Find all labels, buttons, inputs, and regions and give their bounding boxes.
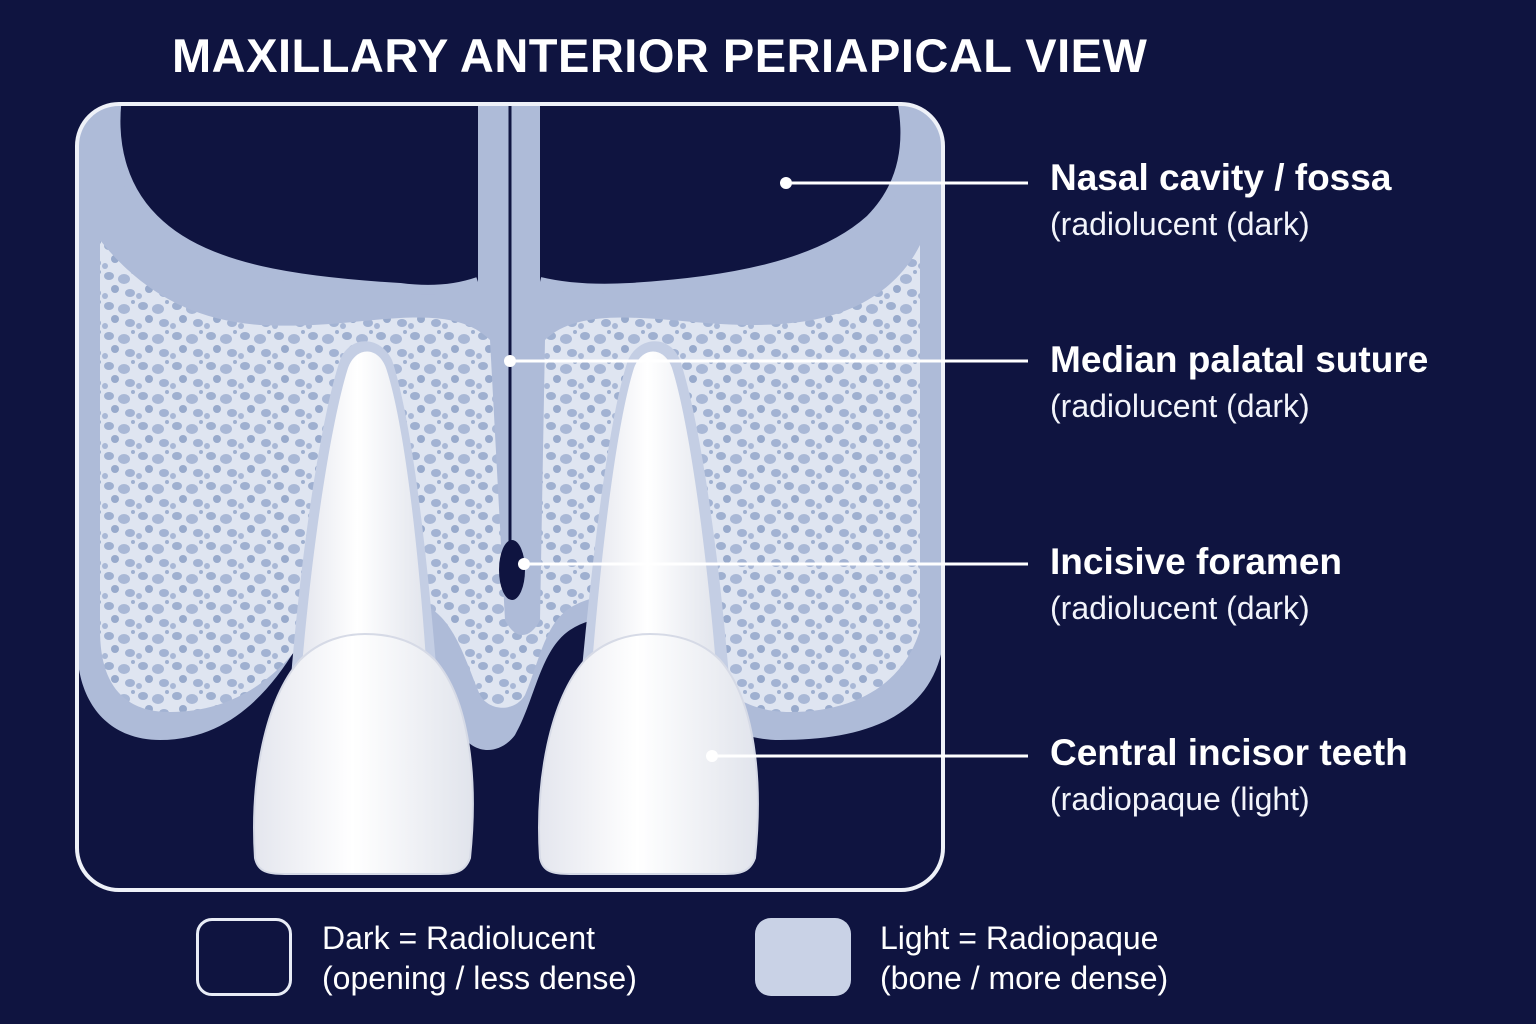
incisive-foramen — [499, 540, 525, 600]
central-incisor-left — [253, 341, 474, 875]
legend-dark-line2: (opening / less dense) — [322, 960, 637, 996]
label-incisive-foramen: Incisive foramen (radiolucent (dark) — [1050, 540, 1342, 628]
label-title: Nasal cavity / fossa — [1050, 157, 1392, 198]
label-note: (radiopaque (light) — [1050, 781, 1310, 817]
label-title: Incisive foramen — [1050, 541, 1343, 582]
leader-line-median-palatal-suture — [504, 355, 1028, 367]
legend-swatch-dark — [196, 918, 292, 996]
page-title: MAXILLARY ANTERIOR PERIAPICAL VIEW — [172, 29, 1148, 82]
legend-swatch-light — [755, 918, 851, 996]
leader-line-central-incisor — [706, 750, 1028, 762]
leader-line-nasal-cavity — [780, 177, 1028, 189]
legend-text-light: Light = Radiopaque (bone / more dense) — [880, 918, 1168, 998]
label-note: (radiolucent (dark) — [1050, 388, 1310, 424]
central-incisor-right — [538, 341, 759, 875]
label-note: (radiolucent (dark) — [1050, 206, 1310, 242]
radiograph-frame — [75, 102, 945, 892]
label-median-palatal-suture: Median palatal suture (radiolucent (dark… — [1050, 338, 1428, 426]
legend-light-line2: (bone / more dense) — [880, 960, 1169, 996]
leader-line-incisive-foramen — [518, 558, 1028, 570]
legend-dark-line1: Dark = Radiolucent — [322, 920, 596, 956]
label-nasal-cavity: Nasal cavity / fossa (radiolucent (dark) — [1050, 156, 1391, 244]
legend-text-dark: Dark = Radiolucent (opening / less dense… — [322, 918, 637, 998]
label-title: Median palatal suture — [1050, 339, 1429, 380]
label-central-incisor: Central incisor teeth (radiopaque (light… — [1050, 731, 1408, 819]
legend-light-line1: Light = Radiopaque — [880, 920, 1159, 956]
label-note: (radiolucent (dark) — [1050, 590, 1310, 626]
label-title: Central incisor teeth — [1050, 732, 1408, 773]
nasal-cavity-right — [540, 104, 906, 289]
